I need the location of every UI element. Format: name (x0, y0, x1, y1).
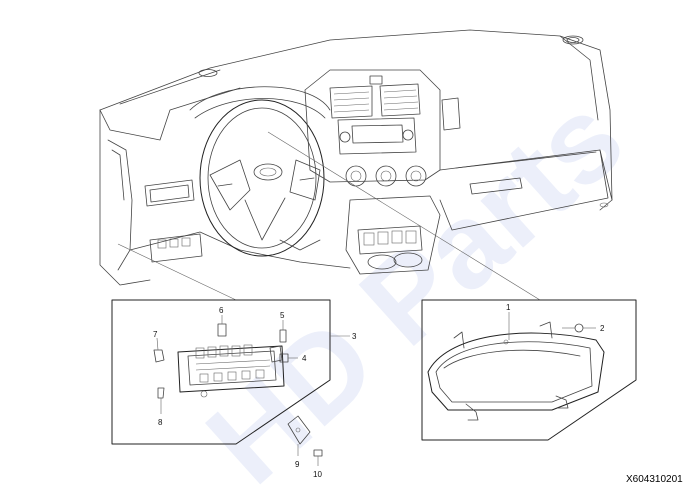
callout-6: 6 (219, 306, 224, 315)
instrument-cluster (427, 321, 605, 421)
leader-line-left (117, 243, 237, 301)
detail-box-module (111, 299, 331, 445)
callout-4: 4 (302, 354, 307, 363)
callout-1: 1 (506, 303, 511, 312)
callout-8: 8 (158, 418, 163, 427)
leader-line-right (267, 131, 541, 301)
relay-fuse-box (177, 344, 285, 398)
callout-2: 2 (600, 324, 605, 333)
dashboard-illustration (99, 29, 613, 286)
callout-5: 5 (280, 311, 285, 320)
callout-10: 10 (313, 470, 322, 479)
drawing-code: X604310201 (626, 474, 683, 485)
callout-3: 3 (352, 332, 357, 341)
detail-box-cluster (421, 299, 637, 441)
callout-7: 7 (153, 330, 158, 339)
callout-9: 9 (295, 460, 300, 469)
